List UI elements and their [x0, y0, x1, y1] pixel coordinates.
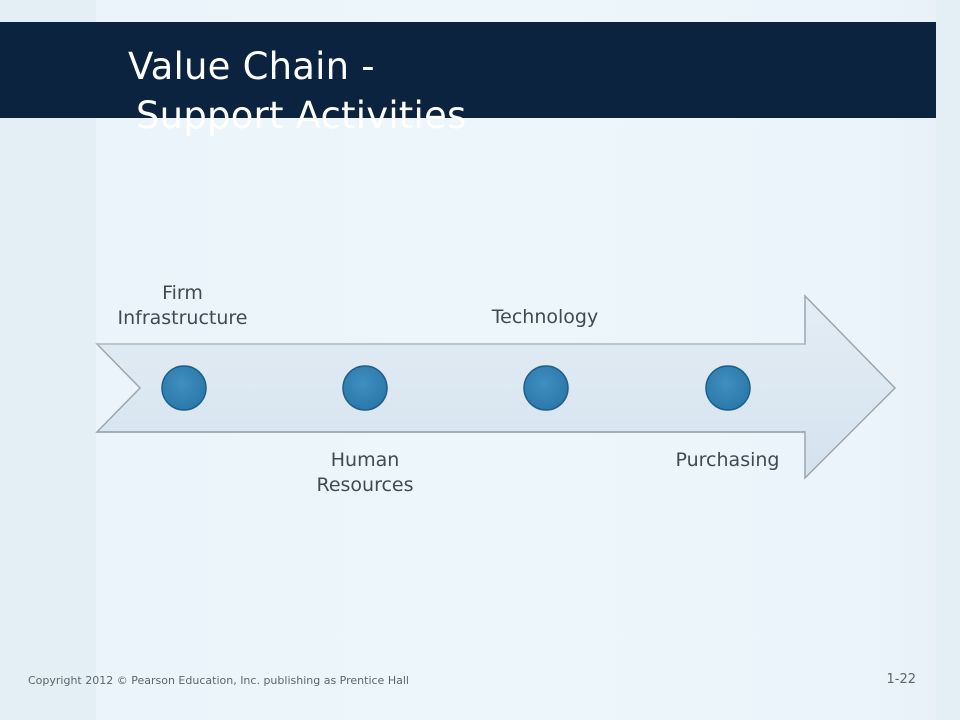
label-purchasing-line-1: Purchasing [675, 449, 780, 471]
label-human-resources-line-2: Resources [316, 474, 414, 496]
activity-dot-firm-infrastructure [161, 365, 207, 411]
label-human-resources-line-1: Human [330, 449, 400, 471]
label-technology: Technology [465, 305, 625, 330]
activity-dot-purchasing [705, 365, 751, 411]
label-technology-line-1: Technology [491, 306, 599, 328]
left-margin-band [0, 0, 96, 720]
slide-title-line-2: Support Activities [136, 94, 467, 137]
label-firm-infrastructure-line-1: Firm [162, 282, 203, 304]
label-firm-infrastructure-line-2: Infrastructure [117, 307, 248, 329]
activity-dot-human-resources [342, 365, 388, 411]
slide-title-line-1: Value Chain - [128, 45, 375, 88]
label-firm-infrastructure: Firm Infrastructure [100, 281, 265, 331]
slide-page-number: 1-22 [886, 672, 916, 687]
label-human-resources: Human Resources [290, 448, 440, 498]
activity-dot-technology [523, 365, 569, 411]
right-margin-band [936, 0, 960, 720]
value-chain-arrow [95, 294, 897, 480]
label-purchasing: Purchasing [650, 448, 805, 473]
copyright-footer: Copyright 2012 © Pearson Education, Inc.… [28, 674, 409, 687]
title-bar: Value Chain - Support Activities [0, 22, 936, 137]
